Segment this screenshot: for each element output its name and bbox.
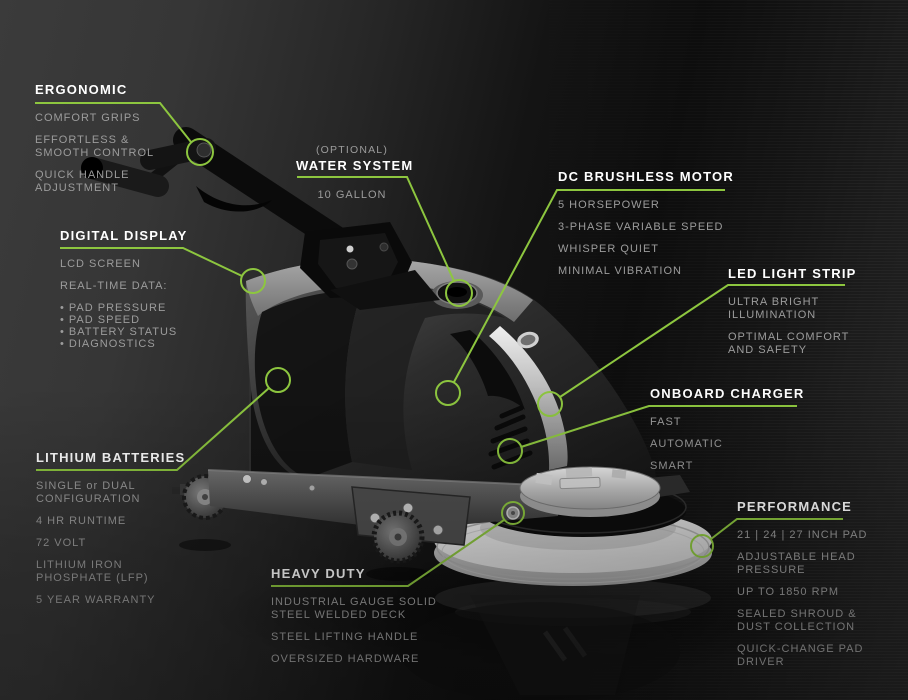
callout-led-light-strip: LED LIGHT STRIP ULTRA BRIGHT ILLUMINATIO… — [728, 266, 857, 366]
callout-item: LITHIUM IRON PHOSPHATE (LFP) — [36, 559, 149, 584]
leader-digital-display — [60, 247, 243, 277]
callout-item: STEEL LIFTING HANDLE — [271, 631, 419, 643]
callout-title: ERGONOMIC — [35, 82, 128, 97]
leader-heavy-duty — [271, 519, 505, 587]
marker-lithium-batteries — [265, 367, 291, 393]
callout-item: 5 YEAR WARRANTY — [36, 594, 156, 606]
body-front-panel — [345, 288, 505, 470]
callout-dc-brushless-motor: DC BRUSHLESS MOTOR 5 HORSEPOWER 3-PHASE … — [558, 169, 734, 287]
callout-title: DIGITAL DISPLAY — [60, 228, 188, 243]
marker-onboard-charger — [497, 438, 523, 464]
callout-title: DC BRUSHLESS MOTOR — [558, 169, 734, 184]
callout-title: PERFORMANCE — [737, 499, 853, 514]
leader-lithium-batteries — [36, 387, 270, 471]
callout-onboard-charger: ONBOARD CHARGER FAST AUTOMATIC SMART — [650, 386, 805, 482]
callout-digital-display: DIGITAL DISPLAY LCD SCREEN REAL-TIME DAT… — [60, 228, 188, 359]
machine-handle — [81, 127, 440, 310]
callout-item: WHISPER QUIET — [558, 243, 660, 255]
callout-item: 21 | 24 | 27 INCH PAD — [737, 529, 868, 541]
callout-item: FAST — [650, 416, 682, 428]
machine-driver-disc — [519, 466, 661, 517]
leader-led-strip — [559, 284, 845, 398]
marker-ergonomic — [186, 138, 214, 166]
marker-dc-motor — [435, 380, 461, 406]
marker-water-system — [445, 279, 473, 307]
handle-adjust-knob — [196, 142, 212, 158]
callout-item: ULTRA BRIGHT ILLUMINATION — [728, 296, 820, 321]
callout-item: SINGLE or DUAL CONFIGURATION — [36, 480, 141, 505]
callout-lithium-batteries: LITHIUM BATTERIES SINGLE or DUAL CONFIGU… — [36, 450, 185, 616]
marker-digital-display — [240, 268, 266, 294]
charger-vents — [488, 405, 533, 470]
callout-item: REAL-TIME DATA: — [60, 280, 168, 292]
machine-body — [245, 258, 657, 500]
callout-performance: PERFORMANCE 21 | 24 | 27 INCH PAD ADJUST… — [737, 499, 867, 678]
brand-badge — [517, 331, 539, 349]
callout-item: QUICK HANDLE ADJUSTMENT — [35, 169, 130, 194]
leader-dc-motor — [453, 189, 725, 383]
callout-item: SMART — [650, 460, 694, 472]
body-dark-crease — [450, 330, 525, 410]
handle-trigger — [196, 186, 272, 212]
led-light-strip-chrome — [489, 326, 568, 470]
callout-item: 4 HR RUNTIME — [36, 515, 127, 527]
machine-chassis — [207, 469, 690, 564]
leader-water-system — [297, 176, 455, 282]
callout-item: COMFORT GRIPS — [35, 112, 141, 124]
marker-heavy-duty — [501, 501, 525, 525]
callout-item-bullet-list: • PAD PRESSURE • PAD SPEED • BATTERY STA… — [60, 302, 178, 350]
handle-grip-front — [81, 157, 169, 197]
leader-performance — [710, 518, 843, 540]
callout-item: 3-PHASE VARIABLE SPEED — [558, 221, 724, 233]
callout-ergonomic: ERGONOMIC COMFORT GRIPS EFFORTLESS & SMO… — [35, 82, 154, 204]
marker-performance — [690, 534, 714, 558]
callout-title: WATER SYSTEM — [296, 158, 414, 173]
leader-onboard-charger — [520, 405, 797, 448]
callout-item: OPTIMAL COMFORT AND SAFETY — [728, 331, 850, 356]
callout-item: ADJUSTABLE HEAD PRESSURE — [737, 551, 856, 576]
callout-title: ONBOARD CHARGER — [650, 386, 805, 401]
callout-item: 5 HORSEPOWER — [558, 199, 660, 211]
callout-item: MINIMAL VIBRATION — [558, 265, 682, 277]
leader-ergonomic — [35, 102, 192, 143]
body-rear-scoop — [254, 290, 362, 478]
callout-item: AUTOMATIC — [650, 438, 723, 450]
callout-title: LITHIUM BATTERIES — [36, 450, 186, 465]
callout-item: 10 GALLON — [317, 189, 387, 201]
callout-heavy-duty: HEAVY DUTY INDUSTRIAL GAUGE SOLID STEEL … — [271, 566, 437, 675]
callout-item: QUICK-CHANGE PAD DRIVER — [737, 643, 864, 668]
floor-reflection — [179, 539, 870, 700]
marker-led-strip — [537, 391, 563, 417]
callout-water-system: (OPTIONAL) WATER SYSTEM 10 GALLON — [296, 144, 412, 211]
callout-item: 72 VOLT — [36, 537, 87, 549]
callout-title: HEAVY DUTY — [271, 566, 366, 581]
callout-item: OVERSIZED HARDWARE — [271, 653, 420, 665]
callout-item: LCD SCREEN — [60, 258, 141, 270]
callout-title: LED LIGHT STRIP — [728, 266, 857, 281]
callout-item: INDUSTRIAL GAUGE SOLID STEEL WELDED DECK — [271, 596, 437, 621]
callout-item: UP TO 1850 RPM — [737, 586, 840, 598]
callout-item: EFFORTLESS & SMOOTH CONTROL — [35, 134, 155, 159]
callout-pretitle: (OPTIONAL) — [315, 144, 389, 156]
callout-item: SEALED SHROUD & DUST COLLECTION — [737, 608, 857, 633]
